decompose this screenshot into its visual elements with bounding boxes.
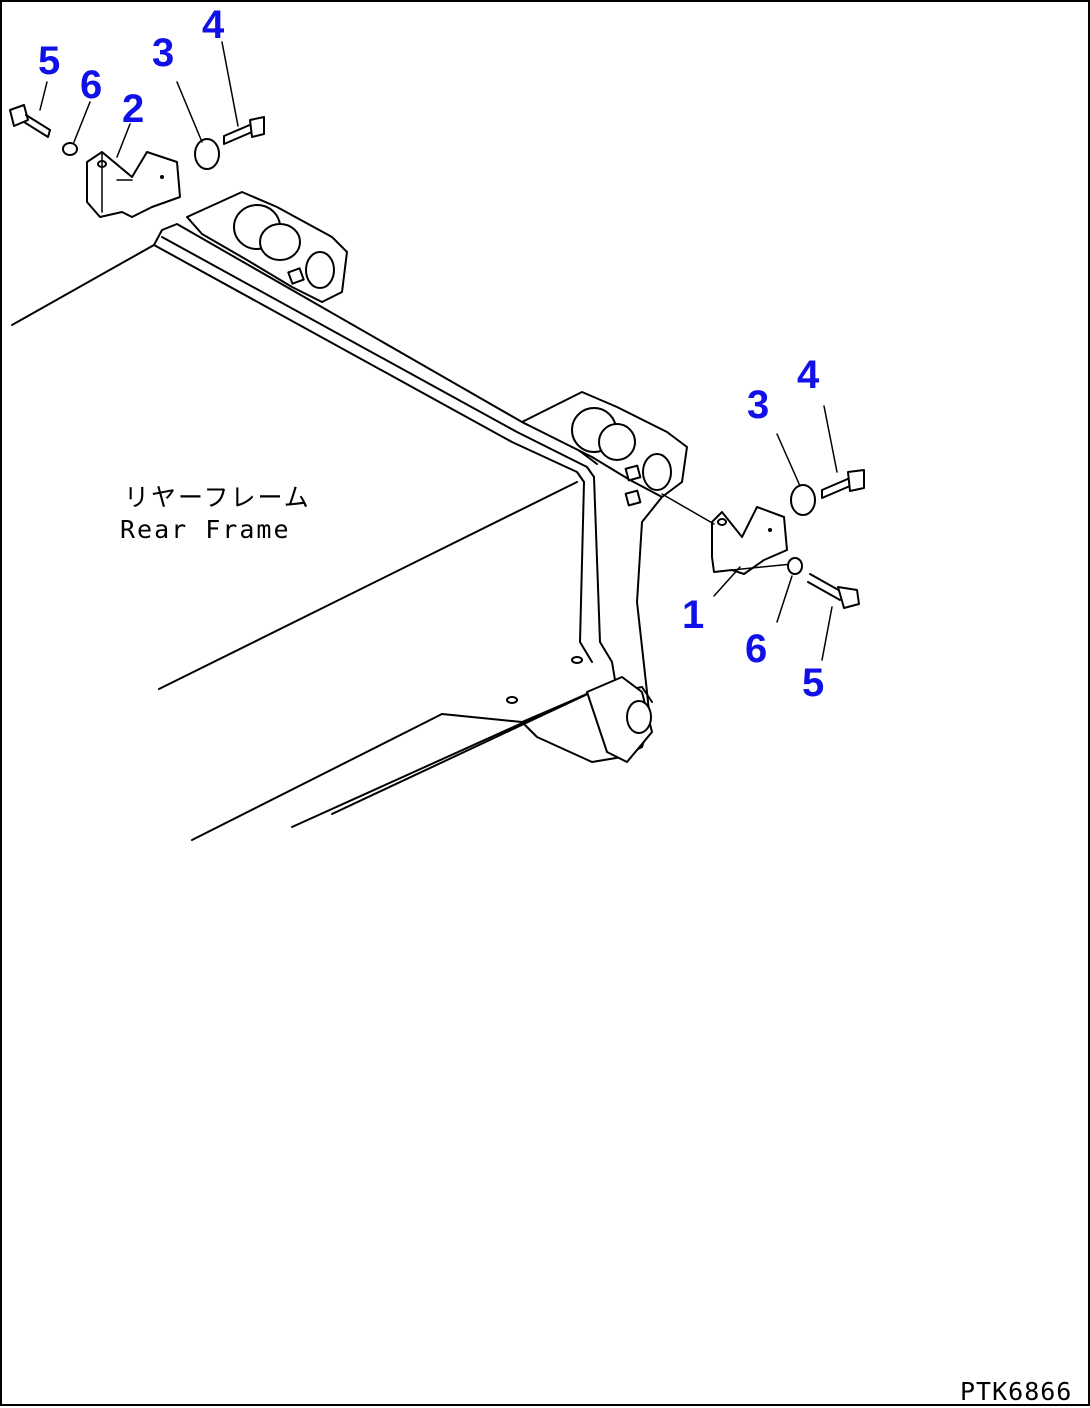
bracket-2-left: [86, 151, 181, 218]
right-bracket-assembly: [661, 405, 865, 661]
bolt-5-right: [807, 573, 860, 609]
frame-label-jp: リヤーフレーム: [124, 483, 311, 512]
bolt-5-left: [9, 104, 51, 138]
bolt-4-left: [223, 116, 265, 145]
callout-left-6: 6: [80, 63, 102, 107]
plate-3-left: [194, 138, 220, 170]
callout-labels: 5 6 2 3 4 4 3 1 6 5: [38, 3, 824, 705]
callout-left-3: 3: [152, 31, 174, 75]
callout-left-2: 2: [122, 87, 144, 131]
bracket-1-right: [711, 506, 788, 575]
drawing-code: PTK6866: [960, 1377, 1072, 1406]
washer-6-right: [787, 557, 803, 575]
callout-right-1: 1: [682, 593, 704, 637]
callout-left-4: 4: [202, 3, 225, 47]
frame-label-en: Rear Frame: [120, 515, 291, 544]
left-bracket-assembly: [9, 41, 265, 218]
callout-right-6: 6: [745, 627, 767, 671]
bolt-4-right: [821, 469, 865, 499]
callout-right-5: 5: [802, 661, 824, 705]
rear-frame: [11, 191, 688, 841]
plate-3-right: [790, 484, 816, 516]
callout-left-5: 5: [38, 39, 60, 83]
callout-right-3: 3: [747, 383, 769, 427]
washer-6-left: [62, 142, 78, 156]
callout-right-4: 4: [797, 353, 820, 397]
